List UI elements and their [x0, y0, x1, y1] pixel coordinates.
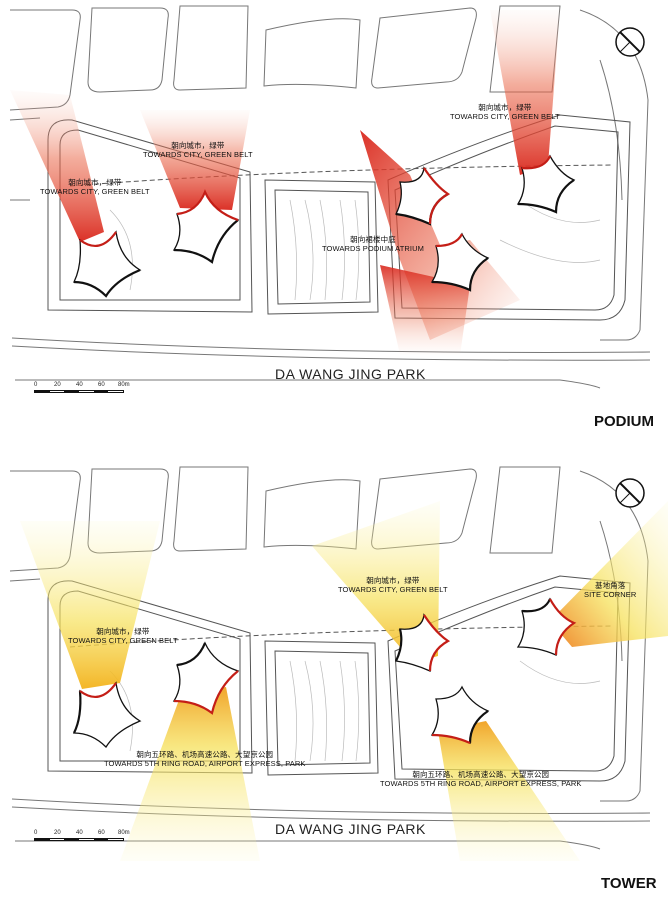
tower-label-1: 朝向城市，绿带 TOWARDS CITY, GREEN BELT — [68, 627, 178, 645]
tower-label-2: 朝向城市，绿带 TOWARDS CITY, GREEN BELT — [338, 576, 448, 594]
podium-panel: 朝向城市，绿带 TOWARDS CITY, GREEN BELT 朝向城市，绿带… — [0, 0, 668, 460]
podium-title: PODIUM — [594, 413, 654, 430]
scale-bar-graphic — [34, 390, 124, 393]
tower-view-edges — [79, 598, 577, 745]
podium-site-plan — [9, 5, 651, 389]
tower-panel: 朝向城市，绿带 TOWARDS CITY, GREEN BELT 朝向城市，绿带… — [0, 461, 668, 921]
north-arrow-icon — [615, 27, 645, 57]
tower-label-5: 朝向五环路、机场高速公路、大望京公园 TOWARDS 5TH RING ROAD… — [380, 770, 582, 788]
tower-scale-bar: 0 20 40 60 80m — [34, 830, 134, 846]
tower-label-3: 基地角落 SITE CORNER — [584, 581, 637, 599]
podium-label-3: 朝向城市，绿带 TOWARDS CITY, GREEN BELT — [450, 103, 560, 121]
podium-label-4: 朝向裙楼中庭 TOWARDS PODIUM ATRIUM — [322, 235, 424, 253]
scale-bar-graphic — [34, 838, 124, 841]
tower-park-label: DA WANG JING PARK — [275, 821, 426, 837]
tower-label-4: 朝向五环路、机场高速公路、大望京公园 TOWARDS 5TH RING ROAD… — [104, 750, 306, 768]
tower-outlines — [73, 598, 552, 744]
podium-label-2: 朝向城市，绿带 TOWARDS CITY, GREEN BELT — [143, 141, 253, 159]
north-arrow-icon — [615, 478, 645, 508]
podium-view-edges — [79, 155, 552, 248]
landscape-lines — [109, 660, 601, 762]
podium-label-1: 朝向城市，绿带 TOWARDS CITY, GREEN BELT — [40, 178, 150, 196]
tower-title: TOWER — [601, 875, 657, 892]
podium-scale-bar: 0 20 40 60 80m — [34, 382, 134, 398]
podium-park-label: DA WANG JING PARK — [275, 366, 426, 382]
tower-view-cones — [20, 501, 668, 861]
tower-footprints — [72, 597, 576, 749]
tower-site-plan — [9, 466, 668, 861]
